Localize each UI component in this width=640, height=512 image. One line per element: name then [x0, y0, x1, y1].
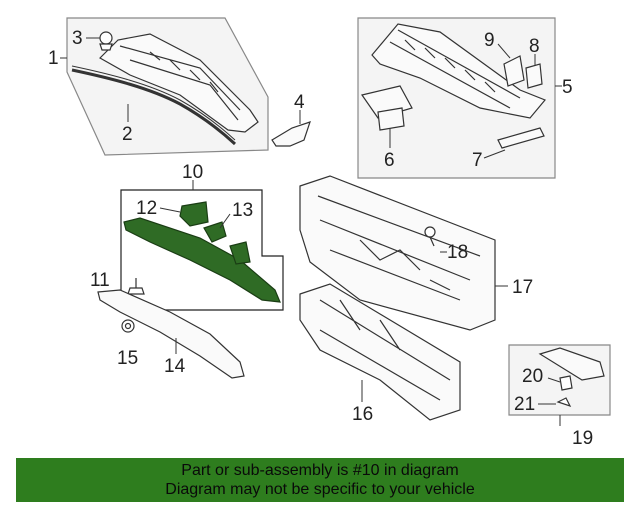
parts-diagram: 1 2 3 4 5 6 7 8 9 10 11 12 13 14 15 16 1… — [48, 17, 611, 449]
callout-2: 2 — [122, 124, 133, 145]
callout-1: 1 — [48, 48, 59, 69]
bracket-4 — [271, 121, 311, 147]
callout-21: 21 — [514, 394, 535, 415]
bolt-11 — [127, 278, 145, 295]
callout-20: 20 — [522, 366, 543, 387]
callout-7: 7 — [472, 150, 483, 171]
dash-insulator-16 — [299, 283, 461, 421]
callout-6: 6 — [384, 150, 395, 171]
bolt-20 — [559, 375, 573, 391]
fitment-banner: Part or sub-assembly is #10 in diagram D… — [16, 458, 624, 502]
callout-4: 4 — [294, 92, 305, 113]
bracket-19 — [538, 347, 605, 381]
callout-12: 12 — [136, 198, 157, 219]
bolt-18 — [424, 226, 436, 247]
cowl-vent-panel — [99, 33, 259, 133]
highlighted-part-10 — [123, 201, 281, 303]
banner-line-2: Diagram may not be specific to your vehi… — [165, 481, 475, 498]
callout-18: 18 — [447, 242, 468, 263]
nut-15 — [121, 319, 135, 333]
cowl-panel-assembly — [361, 23, 546, 149]
callout-8: 8 — [529, 36, 540, 57]
leader-lines — [60, 37, 562, 426]
callout-9: 9 — [484, 30, 495, 51]
dash-panel-17 — [299, 175, 496, 331]
callout-17: 17 — [512, 277, 533, 298]
callout-10: 10 — [182, 162, 203, 183]
callout-19: 19 — [572, 428, 593, 449]
banner-line-1: Part or sub-assembly is #10 in diagram — [181, 462, 459, 479]
lower-cowl-14 — [97, 289, 245, 379]
clip-21 — [556, 397, 572, 408]
clip-3 — [99, 31, 113, 51]
callout-13: 13 — [232, 200, 253, 221]
callout-3: 3 — [72, 28, 83, 49]
weatherstrip — [71, 68, 237, 146]
callout-11: 11 — [90, 270, 110, 291]
callout-14: 14 — [164, 356, 186, 377]
callout-16: 16 — [352, 404, 373, 425]
callout-5: 5 — [562, 77, 573, 98]
callout-15: 15 — [117, 348, 138, 369]
